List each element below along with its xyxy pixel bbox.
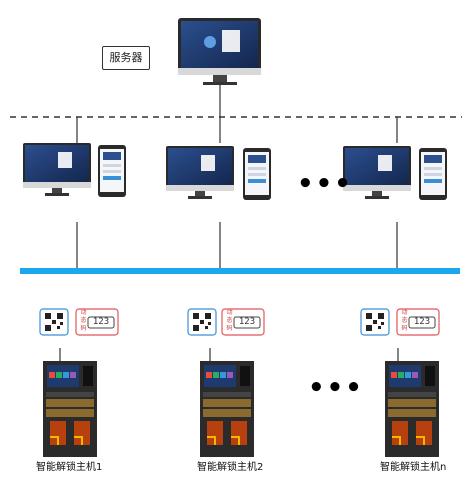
unit-label-2: 智能解锁主机2	[197, 462, 264, 473]
server-label: 服务器	[102, 46, 150, 70]
code-badge-digits-2: 123	[238, 317, 256, 327]
clients-ellipsis: •••	[297, 169, 353, 199]
code-badge-digits-n: 123	[413, 317, 431, 327]
code-badge-chars-n: 动态码	[401, 309, 408, 332]
unit-label-1: 智能解锁主机1	[36, 462, 103, 473]
code-badge-digits-1: 123	[92, 317, 110, 327]
client-group-3	[343, 146, 447, 200]
code-badge-chars-2: 动态码	[226, 309, 233, 332]
unit-label-n: 智能解锁主机n	[380, 462, 447, 473]
unlock-unit-2	[187, 308, 265, 457]
client-group-2	[166, 146, 271, 200]
unlock-unit-n	[360, 308, 440, 457]
server-monitor	[178, 18, 261, 85]
network-bus	[20, 268, 460, 274]
client-group-1	[23, 143, 126, 197]
code-badge-chars-1: 动态码	[80, 309, 87, 332]
unlock-unit-1	[39, 308, 119, 457]
units-ellipsis: •••	[308, 373, 364, 403]
